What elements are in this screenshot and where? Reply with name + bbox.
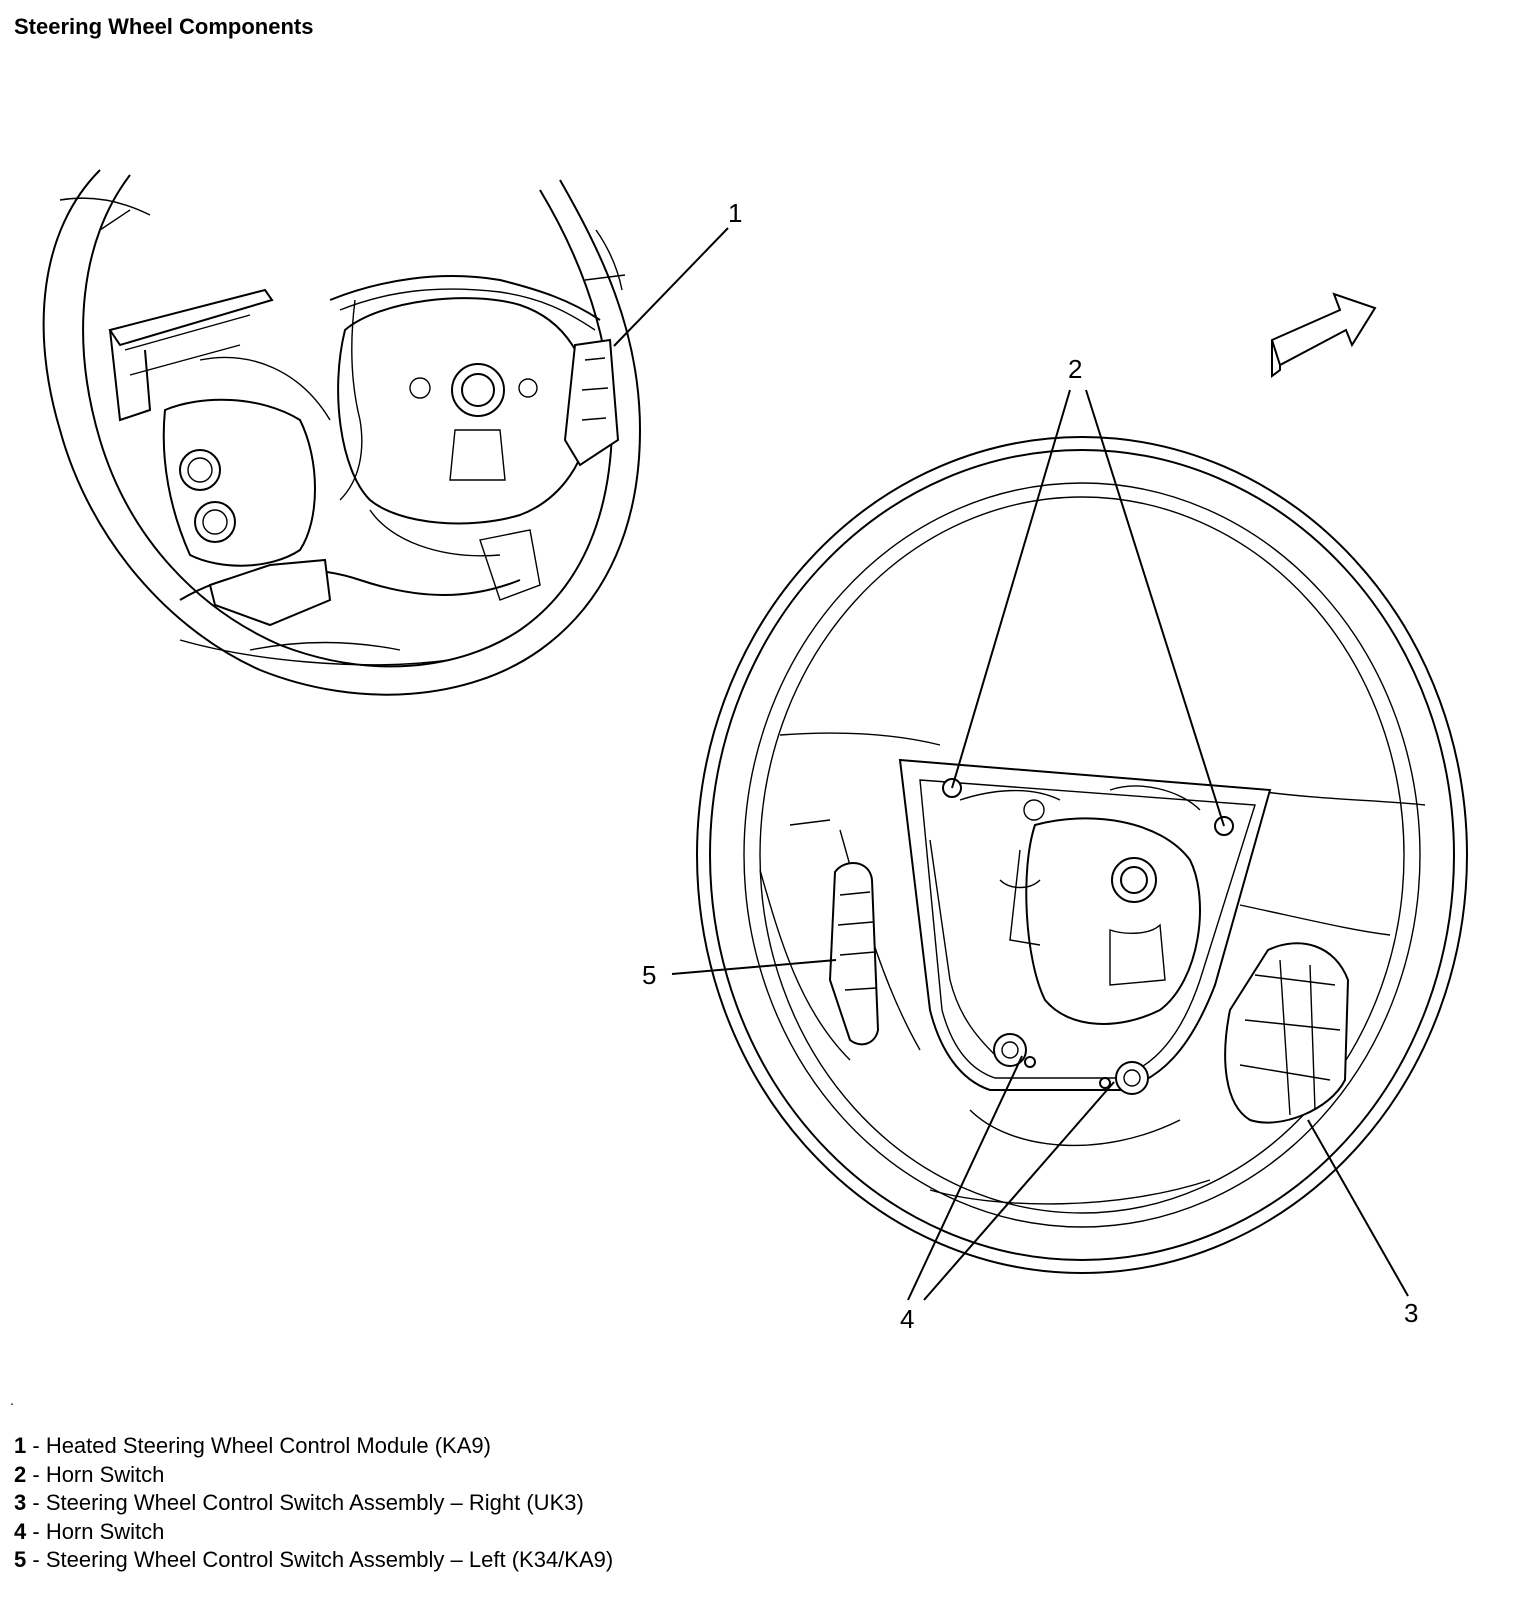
callout-4: 4	[900, 1304, 914, 1334]
direction-arrow-icon	[1270, 292, 1377, 378]
legend-item: 2 - Horn Switch	[14, 1461, 165, 1487]
legend-item: 3 - Steering Wheel Control Switch Assemb…	[14, 1490, 584, 1515]
steering-wheel-diagram: 1 2 3 4 5	[42, 169, 1468, 1334]
steering-wheel-rear-view	[42, 169, 642, 696]
legend-item: 1 - Heated Steering Wheel Control Module…	[14, 1433, 491, 1458]
stray-mark: .	[10, 1392, 14, 1408]
callout-3: 3	[1404, 1298, 1418, 1328]
callout-2: 2	[1068, 354, 1082, 384]
callout-1: 1	[728, 198, 742, 228]
legend: 1 - Heated Steering Wheel Control Module…	[14, 1432, 613, 1575]
leader-lines	[613, 227, 1409, 1301]
callout-5: 5	[642, 960, 656, 990]
steering-wheel-front-view	[696, 436, 1468, 1274]
legend-item: 5 - Steering Wheel Control Switch Assemb…	[14, 1547, 614, 1572]
page-title: Steering Wheel Components	[14, 14, 314, 39]
legend-item: 4 - Horn Switch	[14, 1518, 165, 1544]
